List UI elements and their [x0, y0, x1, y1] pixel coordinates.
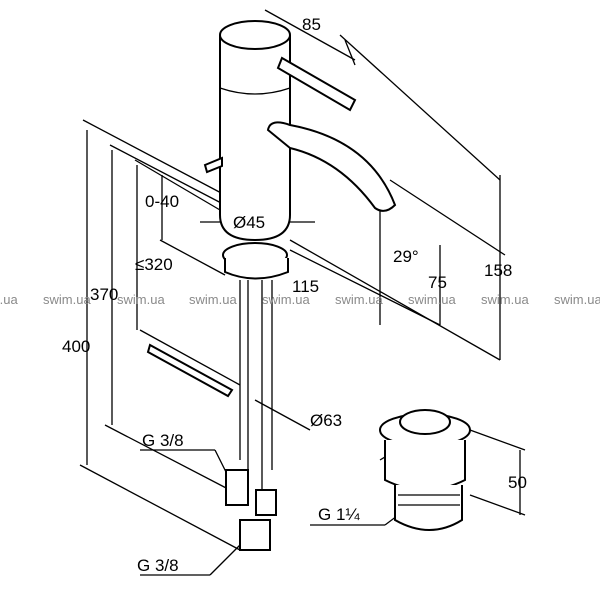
watermarks: swim.ua swim.ua swim.ua swim.ua swim.ua …	[0, 292, 600, 307]
label-400: 400	[62, 337, 90, 356]
watermark: swim.ua	[43, 292, 91, 307]
label-115: 115	[292, 277, 319, 296]
dimension-labels: 85 0-40 Ø45 29° ≤320 115 75 158 370 400 …	[62, 15, 527, 575]
label-g38-top: G 3/8	[142, 431, 184, 450]
label-50: 50	[508, 473, 527, 492]
label-85: 85	[302, 15, 321, 34]
dimension-lines	[79, 9, 526, 576]
label-29-deg: 29°	[393, 247, 419, 266]
faucet-body	[146, 20, 397, 551]
label-158: 158	[484, 261, 512, 280]
waste-fitting	[379, 409, 471, 531]
label-370: 370	[90, 285, 118, 304]
label-le-320: ≤320	[135, 255, 173, 274]
label-g38-bottom: G 3/8	[137, 556, 179, 575]
watermark: swim.ua	[481, 292, 529, 307]
label-0-40: 0-40	[145, 192, 179, 211]
label-diameter-45: Ø45	[233, 213, 265, 232]
label-diameter-63: Ø63	[310, 411, 342, 430]
label-g114: G 1¼	[318, 505, 360, 524]
watermark: swim.ua	[554, 292, 600, 307]
watermark: swim.ua	[0, 292, 18, 307]
watermark: swim.ua	[408, 292, 456, 307]
label-75: 75	[428, 273, 447, 292]
watermark: swim.ua	[117, 292, 165, 307]
watermark: swim.ua	[335, 292, 383, 307]
watermark: swim.ua	[262, 292, 310, 307]
watermark: swim.ua	[189, 292, 237, 307]
